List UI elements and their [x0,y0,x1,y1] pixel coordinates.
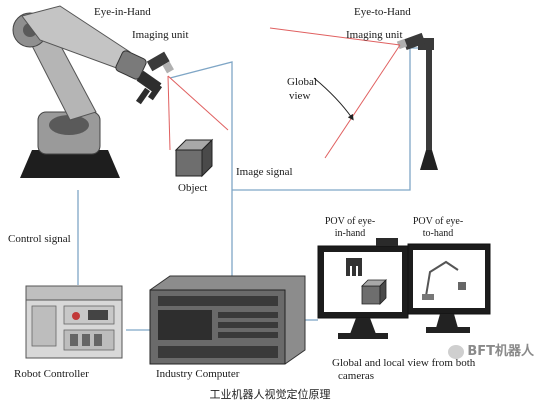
pov-in-hand-label-1: POV of eye- [324,216,376,227]
imaging-unit-left-label: Imaging unit [132,29,189,41]
global-local-label-1: Global and local view from both [332,357,476,369]
imaging-unit-right-label: Imaging unit [346,29,403,41]
gripper [135,70,163,105]
pov-to-hand-label-1: POV of eye- [412,216,464,227]
pov-small-cube [458,282,466,290]
eye-to-hand-signal-line [232,47,418,191]
watermark: BFT机器人 [448,340,534,359]
robot-controller-device [25,285,123,359]
pov-gripper-image [346,258,362,276]
global-view-label-2: view [289,90,311,102]
global-view-label-1: Global [287,76,317,88]
eye-in-hand-fov [167,75,229,151]
robot-arm [12,5,174,178]
image-signal-label: Image signal [236,166,293,178]
figure-caption: 工业机器人视觉定位原理 [209,388,331,401]
global-view-arc [313,77,354,121]
industry-computer-device [149,275,306,365]
webcam [376,238,398,246]
robot-controller-label: Robot Controller [14,368,89,380]
eye-to-hand-stand [418,38,438,170]
signal-lines [77,47,418,331]
monitor-left [317,245,409,339]
object-cube [174,138,214,178]
eye-to-hand-fov [269,27,401,159]
pov-cube-image [361,279,387,305]
image-signal-line [169,61,233,280]
pov-in-hand-label-2: in-hand [334,228,366,239]
industry-computer-label: Industry Computer [156,368,240,380]
wechat-icon [448,344,465,359]
eye-to-hand-label: Eye-to-Hand [354,6,411,18]
object-label: Object [178,182,208,194]
eye-in-hand-camera [146,51,174,74]
eye-in-hand-label: Eye-in-Hand [94,6,151,18]
control-signal-label: Control signal [8,233,71,245]
pov-robot-image [422,260,459,300]
watermark-text: BFT机器人 [467,344,534,359]
global-local-label-2: cameras [338,370,375,382]
robot-base [20,150,120,178]
monitor-right [407,243,491,333]
pov-to-hand-label-2: to-hand [422,228,454,239]
